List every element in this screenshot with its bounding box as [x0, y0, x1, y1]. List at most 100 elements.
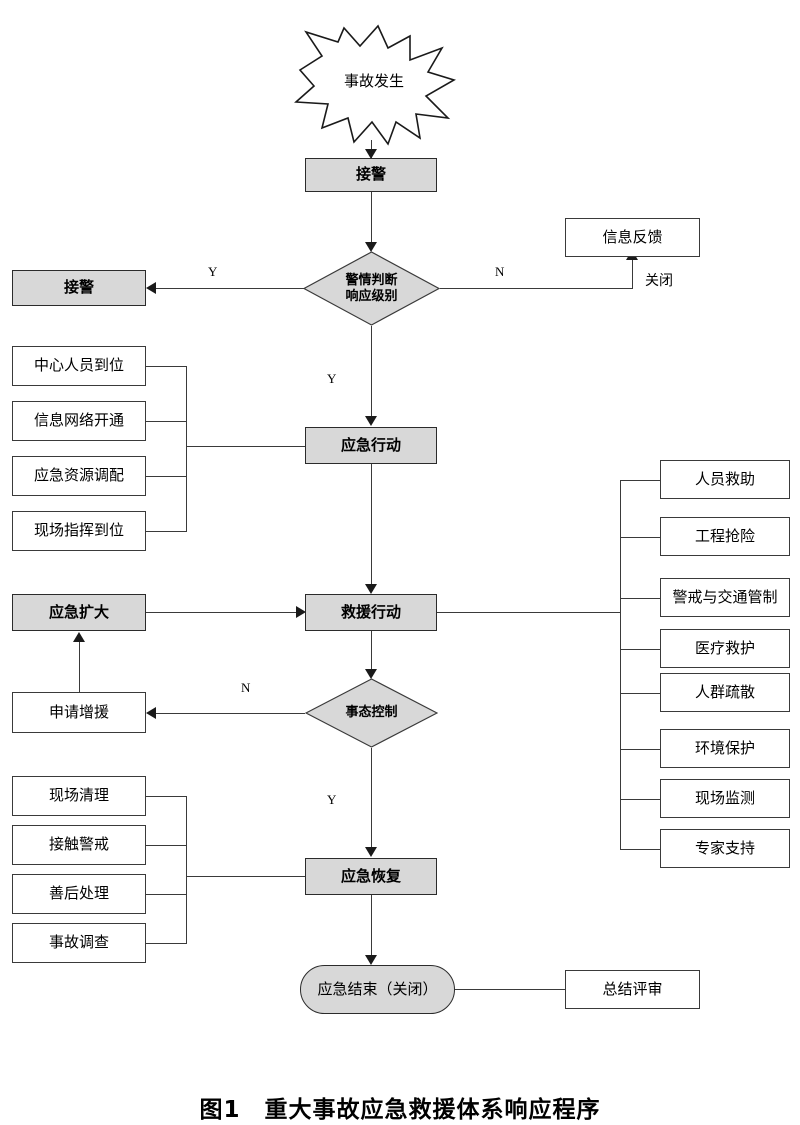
node-bottom-recovery-1-label: 接触警戒 [48, 835, 109, 854]
arrowhead-alarm-to-decision [365, 242, 377, 252]
node-emergency-expand[interactable]: 应急扩大 [12, 594, 146, 631]
arrowhead-emergency-action-to-rescue [365, 584, 377, 594]
node-right-task-6-label: 现场监测 [694, 788, 755, 807]
node-emergency-recovery[interactable]: 应急恢复 [305, 858, 437, 895]
node-left-support-2[interactable]: 应急资源调配 [12, 456, 146, 496]
arrowhead-rescue-to-decision-control [365, 669, 377, 679]
node-left-support-3[interactable]: 现场指挥到位 [12, 511, 146, 551]
edge-left-support-trunk [186, 366, 187, 532]
node-bottom-recovery-2-label: 善后处理 [48, 884, 109, 903]
node-left-support-1[interactable]: 信息网络开通 [12, 401, 146, 441]
node-right-task-6[interactable]: 现场监测 [660, 779, 790, 818]
node-bottom-recovery-0[interactable]: 现场清理 [12, 776, 146, 816]
edge-emergency-action-to-rescue [371, 464, 372, 586]
edge-expand-to-rescue [146, 612, 299, 613]
edge-right-task-0-stub [620, 480, 660, 481]
edge-rescue-to-right-trunk [437, 612, 620, 613]
accident-occurrence-starburst [294, 24, 457, 146]
arrowhead-reinforcement-to-expand [73, 632, 85, 642]
node-right-task-3-label: 医疗救护 [694, 638, 755, 657]
edge-decision-yes-left [152, 288, 304, 289]
node-request-reinforcement-label: 申请增援 [48, 702, 109, 721]
node-emergency-end-label: 应急结束（关闭） [317, 979, 438, 998]
edge-recovery-to-end [371, 895, 372, 958]
node-right-task-5-label: 环境保护 [694, 738, 755, 757]
node-emergency-action[interactable]: 应急行动 [305, 427, 437, 464]
node-decision-alarm-level[interactable]: 警情判断 响应级别 [302, 251, 441, 326]
node-left-support-0-label: 中心人员到位 [33, 356, 124, 375]
node-right-task-4[interactable]: 人群疏散 [660, 673, 790, 712]
node-rescue-action-label: 救援行动 [340, 602, 401, 621]
edge-right-task-4-stub [620, 693, 660, 694]
node-right-task-5[interactable]: 环境保护 [660, 729, 790, 768]
arrowhead-recovery-to-end [365, 955, 377, 965]
node-rescue-action[interactable]: 救援行动 [305, 594, 437, 631]
edge-bottom-recovery-2-stub [146, 894, 186, 895]
edge-bottom-recovery-1-stub [146, 845, 186, 846]
node-bottom-recovery-3[interactable]: 事故调查 [12, 923, 146, 963]
node-right-task-2[interactable]: 警戒与交通管制 [660, 578, 790, 617]
edge-bottom-recovery-0-stub [146, 796, 186, 797]
figure-caption: 图1 重大事故应急救援体系响应程序 [199, 1097, 601, 1123]
edge-decision-yes-down [371, 326, 372, 417]
edge-label-decision-no: N [495, 264, 505, 279]
node-emergency-recovery-label: 应急恢复 [340, 866, 401, 885]
node-right-task-0[interactable]: 人员救助 [660, 460, 790, 499]
node-right-task-2-label: 警戒与交通管制 [672, 587, 778, 606]
node-request-reinforcement[interactable]: 申请增援 [12, 692, 146, 733]
edge-right-task-3-stub [620, 649, 660, 650]
node-right-task-1-label: 工程抢险 [694, 526, 755, 545]
edge-end-to-summary [455, 989, 565, 990]
node-left-support-0[interactable]: 中心人员到位 [12, 346, 146, 386]
edge-bottom-recovery-3-stub [146, 943, 186, 944]
node-alarm-receive-side[interactable]: 接警 [12, 270, 146, 306]
arrowhead-expand-to-rescue [296, 606, 306, 618]
edge-left-support-2-stub [146, 476, 186, 477]
node-decision-situation-control[interactable]: 事态控制 [304, 678, 439, 748]
node-alarm-receive-main[interactable]: 接警 [305, 158, 437, 192]
node-summary-review-label: 总结评审 [602, 979, 663, 998]
edge-label-decision-yes: Y [208, 264, 218, 279]
edge-alarm-to-decision [371, 192, 372, 244]
edge-rescue-to-decision-control [371, 631, 372, 673]
edge-label-control-no: N [241, 680, 251, 695]
node-right-task-7-label: 专家支持 [694, 838, 755, 857]
edge-right-task-1-stub [620, 537, 660, 538]
edge-left-support-0-stub [146, 366, 186, 367]
node-emergency-end[interactable]: 应急结束（关闭） [300, 965, 455, 1014]
node-emergency-action-label: 应急行动 [340, 435, 401, 454]
edge-reinforcement-to-expand [79, 640, 80, 692]
edge-control-no-left [152, 713, 305, 714]
edge-left-support-1-stub [146, 421, 186, 422]
edge-decision-no-right [440, 288, 632, 289]
edge-control-yes-down [371, 748, 372, 848]
node-bottom-recovery-0-label: 现场清理 [48, 786, 109, 805]
edge-right-task-2-stub [620, 598, 660, 599]
node-info-feedback[interactable]: 信息反馈 [565, 218, 700, 257]
edge-label-control-yes: Y [327, 792, 337, 807]
edge-left-support-3-stub [146, 531, 186, 532]
node-left-support-2-label: 应急资源调配 [33, 466, 124, 485]
node-alarm-receive-main-label: 接警 [355, 165, 386, 184]
arrowhead-decision-yes-left [146, 282, 156, 294]
edge-decision-no-up [632, 258, 633, 289]
arrowhead-control-no-left [146, 707, 156, 719]
edge-right-task-5-stub [620, 749, 660, 750]
edge-right-task-trunk [620, 480, 621, 849]
node-right-task-0-label: 人员救助 [694, 469, 755, 488]
node-right-task-1[interactable]: 工程抢险 [660, 517, 790, 556]
node-right-task-3[interactable]: 医疗救护 [660, 629, 790, 668]
edge-right-task-7-stub [620, 849, 660, 850]
node-bottom-recovery-1[interactable]: 接触警戒 [12, 825, 146, 865]
arrowhead-control-yes-down [365, 847, 377, 857]
node-left-support-1-label: 信息网络开通 [33, 411, 124, 430]
node-right-task-7[interactable]: 专家支持 [660, 829, 790, 868]
node-bottom-recovery-2[interactable]: 善后处理 [12, 874, 146, 914]
edge-left-support-to-emergency-action [186, 446, 305, 447]
edge-bottom-recovery-trunk [186, 796, 187, 944]
edge-bottom-recovery-to-emergency-recovery [186, 876, 305, 877]
node-bottom-recovery-3-label: 事故调查 [48, 933, 109, 952]
node-alarm-receive-side-label: 接警 [63, 278, 94, 297]
node-summary-review[interactable]: 总结评审 [565, 970, 700, 1009]
